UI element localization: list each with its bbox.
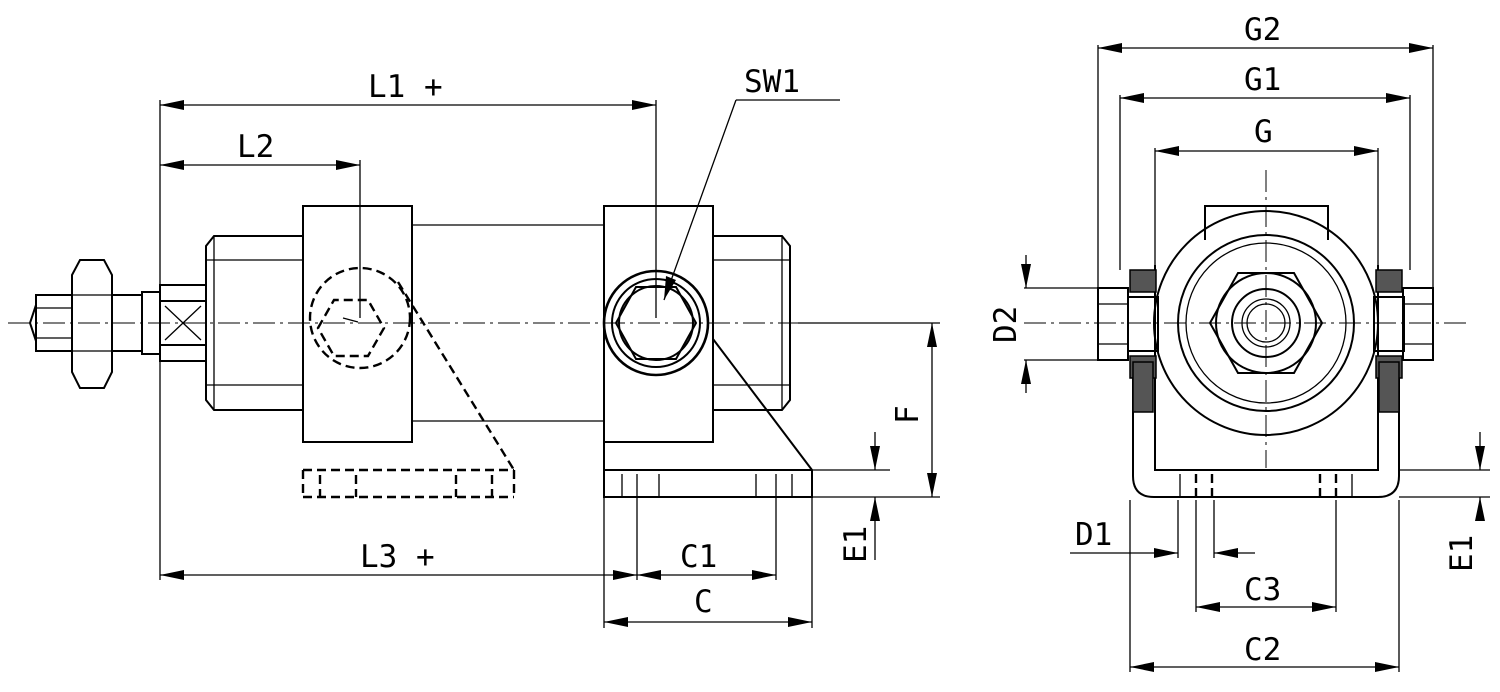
rear-cover (713, 235, 791, 411)
label-L3: L3 + (360, 539, 435, 575)
left-nut-block (302, 205, 413, 443)
label-E1-side: E1 (838, 526, 874, 563)
cylinder-barrel (412, 224, 604, 422)
side-dimensions (159, 99, 940, 628)
label-G: G (1254, 114, 1273, 150)
label-G1: G1 (1244, 62, 1281, 98)
label-C3: C3 (1244, 572, 1281, 608)
label-D2: D2 (988, 306, 1024, 343)
label-F: F (890, 405, 926, 424)
front-view (1021, 43, 1490, 672)
label-G2: G2 (1244, 12, 1281, 48)
side-view (8, 99, 940, 628)
label-C1: C1 (680, 539, 717, 575)
label-D1: D1 (1075, 517, 1112, 553)
label-L2: L2 (237, 129, 274, 165)
front-foot-bracket (1132, 360, 1400, 498)
right-foot-bracket (602, 205, 813, 498)
label-L1: L1 + (368, 69, 443, 105)
label-SW1: SW1 (744, 64, 800, 100)
label-E1-front: E1 (1444, 535, 1480, 572)
tie-rods (1097, 269, 1434, 413)
label-C2: C2 (1244, 632, 1281, 668)
label-C: C (694, 584, 713, 620)
rod-end-fitting (28, 259, 207, 389)
hidden-foot-bracket (301, 266, 516, 499)
front-dimensions (1021, 43, 1490, 672)
